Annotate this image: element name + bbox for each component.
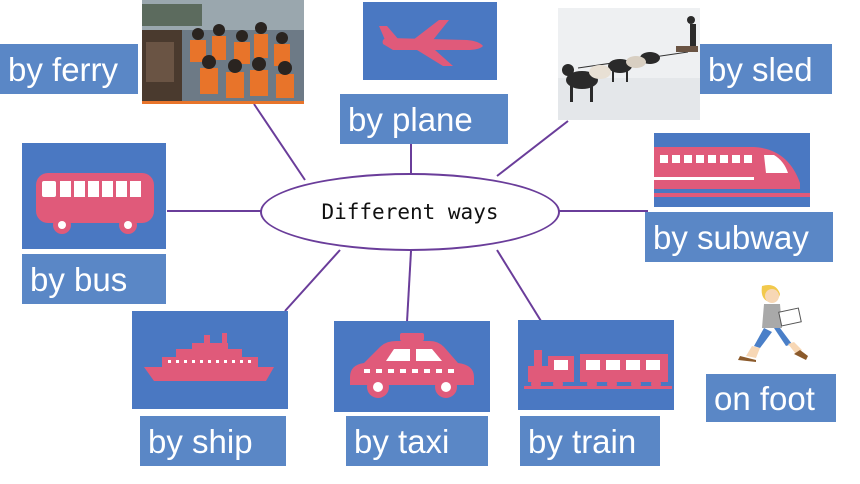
center-label: Different ways	[321, 200, 499, 224]
label-plane: by plane	[340, 94, 508, 144]
label-foot-text: on foot	[714, 379, 815, 417]
ferry-photo-icon	[142, 0, 304, 104]
ship-icon	[144, 333, 274, 381]
plane-tile	[363, 2, 497, 80]
ferry-photo	[142, 0, 304, 104]
label-bus-text: by bus	[30, 260, 128, 298]
label-train: by train	[520, 416, 660, 466]
label-ship-text: by ship	[148, 422, 253, 460]
center-node: Different ways	[260, 173, 560, 251]
connector-ship	[284, 249, 341, 312]
label-subway: by subway	[645, 212, 833, 262]
dog-sled-photo-icon	[558, 8, 700, 120]
label-taxi: by taxi	[346, 416, 488, 466]
label-ferry-text: by ferry	[8, 50, 119, 88]
connector-ferry	[253, 103, 306, 181]
connector-train	[496, 249, 542, 322]
label-train-text: by train	[528, 422, 637, 460]
steam-train-icon	[524, 350, 672, 389]
label-ship: by ship	[140, 416, 286, 466]
foot-illustration	[736, 282, 812, 364]
label-foot: on foot	[706, 374, 836, 422]
label-ferry: by ferry	[0, 44, 138, 94]
label-sled-text: by sled	[708, 50, 813, 88]
label-subway-text: by subway	[653, 218, 809, 256]
label-plane-text: by plane	[348, 100, 473, 138]
label-sled: by sled	[700, 44, 832, 94]
train-tile	[518, 320, 674, 410]
connector-sled	[496, 120, 569, 177]
taxi-icon	[350, 333, 474, 398]
plane-icon	[379, 20, 483, 66]
bus-icon	[36, 173, 154, 234]
bus-tile	[22, 143, 166, 249]
sled-photo	[558, 8, 700, 120]
walking-girl-icon	[738, 285, 808, 362]
ship-tile	[132, 311, 288, 409]
subway-train-icon	[654, 147, 810, 197]
taxi-tile	[334, 321, 490, 412]
connector-taxi	[406, 250, 412, 323]
label-bus: by bus	[22, 254, 166, 304]
subway-tile	[654, 133, 810, 207]
label-taxi-text: by taxi	[354, 422, 450, 460]
